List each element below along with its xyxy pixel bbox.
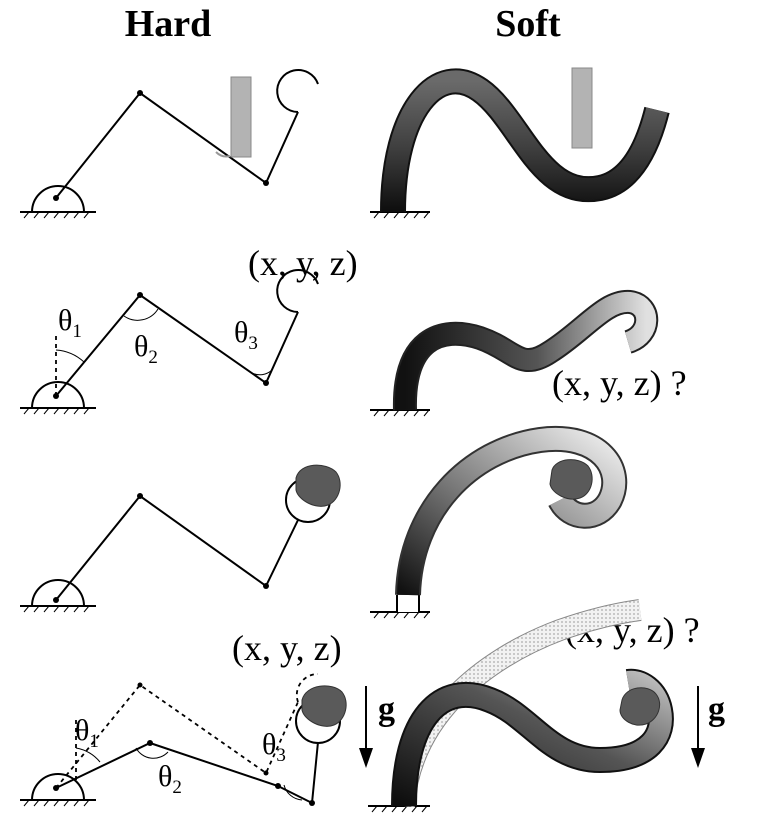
- row2-soft-arm: [370, 290, 659, 417]
- hard-base: [20, 185, 96, 219]
- row3-soft-arm: [370, 425, 628, 619]
- gravity-label: g: [708, 691, 725, 728]
- theta3-label: θ3: [234, 316, 258, 354]
- row3-hard-arm: [20, 464, 341, 613]
- obstacle: [571, 67, 593, 149]
- grasped-object: [295, 464, 341, 507]
- theta2-label: θ2: [158, 760, 182, 798]
- theta1-label: θ1: [58, 304, 82, 342]
- row4-hard-point-label: (x, y, z): [232, 628, 342, 668]
- theta1-label: θ1: [75, 714, 99, 752]
- gripper-open: [276, 69, 319, 113]
- gravity-arrow: [691, 686, 705, 768]
- header-hard: Hard: [125, 3, 212, 45]
- gravity-arrow: [359, 686, 373, 768]
- row1-soft-arm: [370, 67, 670, 219]
- obstacle: [230, 76, 252, 158]
- grasped-object: [549, 459, 593, 500]
- grasped-object: [619, 687, 661, 726]
- intended-configuration: [55, 683, 299, 789]
- row4-soft-arm: g: [368, 599, 725, 813]
- row4-hard-arm: θ1 θ2 θ3 g: [20, 673, 395, 807]
- row2-hard-point-label: (x, y, z): [248, 243, 358, 283]
- row1-hard-arm: [20, 69, 319, 219]
- grasped-object: [301, 685, 347, 727]
- theta2-label: θ2: [134, 330, 158, 368]
- row2-hard-arm: θ1 θ2 θ3: [20, 269, 319, 415]
- gravity-label: g: [378, 691, 395, 728]
- theta3-label: θ3: [262, 728, 286, 766]
- header-soft: Soft: [495, 3, 561, 45]
- row2-soft-point-label: (x, y, z) ?: [552, 363, 687, 403]
